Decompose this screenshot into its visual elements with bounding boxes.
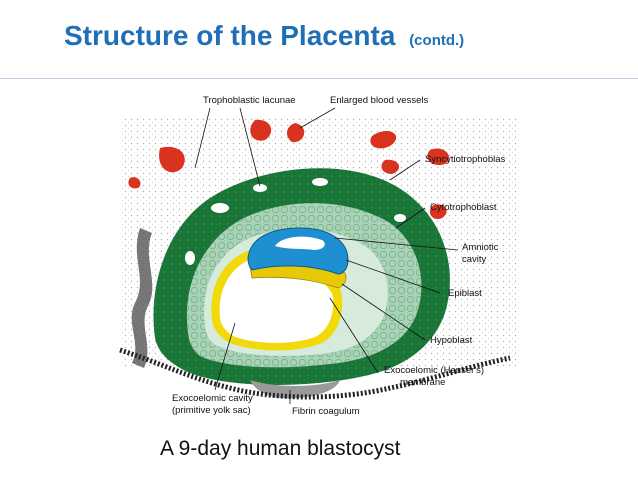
figure-caption: A 9-day human blastocyst <box>160 437 401 460</box>
uterine-epithelium <box>119 347 511 400</box>
slide-title-suffix: (contd.) <box>409 32 465 49</box>
uterine-gland <box>131 228 153 368</box>
label-exocoelomic-membrane-2: membrane <box>400 377 445 388</box>
label-fibrin-coagulum: Fibrin coagulum <box>292 406 360 417</box>
label-trophoblastic-lacunae: Trophoblastic lacunae <box>203 95 296 106</box>
blastocyst-diagram: Trophoblastic lacunae Enlarged blood ves… <box>119 95 520 417</box>
fibrin-coagulum <box>250 380 340 399</box>
label-exocoelomic-cavity-1: Exocoelomic cavity <box>172 393 253 404</box>
label-exocoelomic-cavity-2: (primitive yolk sac) <box>172 405 251 416</box>
label-enlarged-blood-vessels: Enlarged blood vessels <box>330 95 428 106</box>
label-cytotrophoblast: Cytotrophoblast <box>430 202 497 213</box>
label-amniotic-cavity-2: cavity <box>462 254 487 265</box>
amniotic-cavity <box>275 236 325 250</box>
slide-title: Structure of the Placenta (contd.) <box>64 20 464 52</box>
title-divider <box>0 78 638 79</box>
trophoblastic-lacunae <box>185 178 406 265</box>
enlarged-blood-vessels <box>128 119 450 220</box>
label-exocoelomic-membrane-1: Exocoelomic (Heuser's) <box>384 365 484 376</box>
label-syncytiotrophoblast: Syncytiotrophoblas <box>425 154 506 165</box>
label-amniotic-cavity-1: Amniotic <box>462 242 499 253</box>
leader-lines <box>194 107 459 404</box>
slide-title-main: Structure of the Placenta <box>64 20 396 51</box>
epiblast <box>247 227 349 275</box>
label-epiblast: Epiblast <box>448 288 482 299</box>
label-hypoblast: Hypoblast <box>430 335 473 346</box>
